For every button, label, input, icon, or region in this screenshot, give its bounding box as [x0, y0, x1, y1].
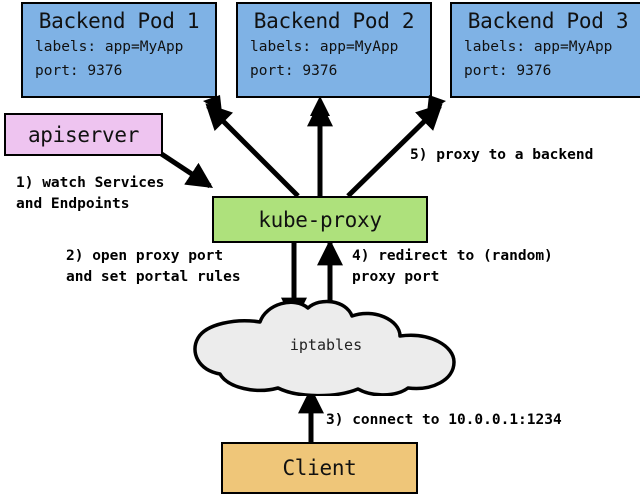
backend-pod-3-port: port: 9376: [464, 63, 552, 79]
apiserver-box[interactable]: apiserver: [4, 113, 163, 156]
step-1-caption: 1) watch Services and Endpoints: [16, 175, 165, 212]
backend-pod-3-title: Backend Pod 3: [467, 9, 629, 33]
iptables-label: iptables: [289, 336, 363, 354]
backend-pod-1-port: port: 9376: [35, 63, 123, 79]
arrow-apiserver-to-kubeproxy: [158, 150, 214, 189]
arrow-kubeproxy-to-pod3: [346, 103, 443, 198]
apiserver-label: apiserver: [27, 122, 140, 147]
backend-pod-2-box[interactable]: Backend Pod 2 labels: app=MyApp port: 93…: [236, 2, 432, 98]
iptables-cloud: iptables: [186, 298, 466, 398]
backend-pod-2-labels: labels: app=MyApp: [250, 39, 399, 55]
step-5-caption: 5) proxy to a backend: [410, 147, 594, 163]
client-label: Client: [282, 456, 357, 480]
arrow-kubeproxy-to-pod1: [205, 103, 300, 198]
backend-pod-1-title: Backend Pod 1: [38, 9, 200, 33]
kube-proxy-label: kube-proxy: [258, 207, 382, 232]
step-3-caption: 3) connect to 10.0.0.1:1234: [326, 412, 562, 428]
step-4-caption: 4) redirect to (random) proxy port: [352, 248, 553, 285]
backend-pod-3-labels: labels: app=MyApp: [464, 39, 613, 55]
backend-pod-2-port: port: 9376: [250, 63, 338, 79]
backend-pod-1-box[interactable]: Backend Pod 1 labels: app=MyApp port: 93…: [21, 2, 217, 98]
backend-pod-2-title: Backend Pod 2: [253, 9, 415, 33]
client-box[interactable]: Client: [221, 442, 418, 494]
step-2-caption: 2) open proxy port and set portal rules: [66, 248, 241, 285]
backend-pod-3-box[interactable]: Backend Pod 3 labels: app=MyApp port: 93…: [450, 2, 640, 98]
kube-proxy-box[interactable]: kube-proxy: [212, 196, 428, 243]
backend-pod-1-labels: labels: app=MyApp: [35, 39, 184, 55]
cloud-shape: [193, 299, 456, 398]
